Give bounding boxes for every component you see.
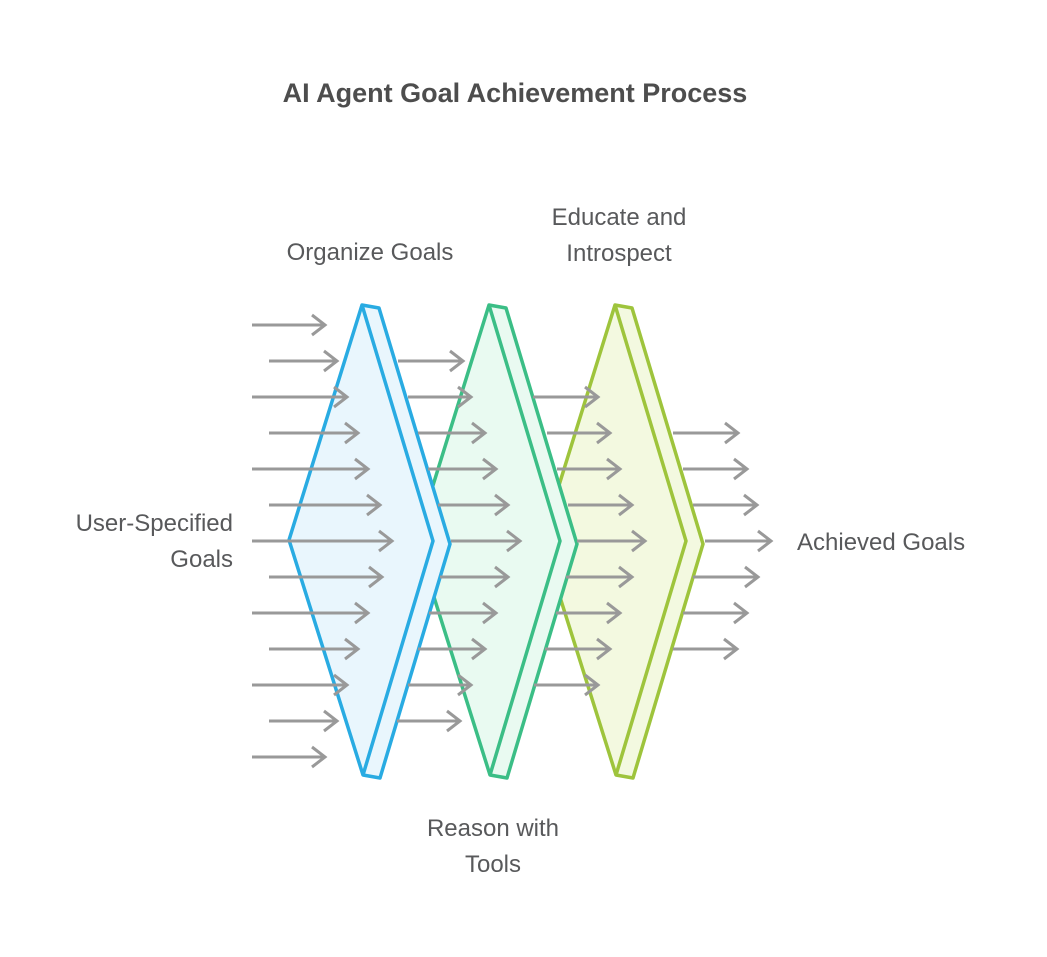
input-arrows-arrowhead-icon: [366, 493, 383, 517]
stage2-to-stage3-arrows-arrowhead-icon: [618, 565, 635, 589]
funnel-stage-1-organize-goals-inner-edge: [360, 304, 435, 776]
stage1-to-stage2-arrows-arrowhead-icon: [482, 601, 499, 625]
input-arrows-arrowhead-icon: [311, 313, 328, 337]
input-arrows-arrowhead-icon: [323, 349, 340, 373]
stage2-label: Reason with Tools: [426, 815, 560, 878]
funnel-stage-3-educate-introspect-inner-edge: [613, 304, 688, 776]
output-label: Achieved Goals: [797, 529, 966, 556]
stage1-to-stage2-arrows-arrowhead-icon: [494, 565, 511, 589]
diagram-title: AI Agent Goal Achievement Process: [282, 78, 748, 108]
output-arrows-arrowhead-icon: [733, 457, 750, 481]
stage1-to-stage2-arrows-arrowhead-icon: [457, 385, 474, 409]
stage1-to-stage2-arrows-arrowhead-icon: [457, 673, 474, 697]
input-arrows-arrowhead-icon: [344, 637, 361, 661]
input-arrows-arrowhead-icon: [378, 529, 395, 553]
stage1-to-stage2-arrows-arrowhead-icon: [471, 637, 488, 661]
stage1-to-stage2-arrows-arrowhead-icon: [494, 493, 511, 517]
input-arrows-arrowhead-icon: [344, 421, 361, 445]
stage1-to-stage2-arrows-arrowhead-icon: [482, 457, 499, 481]
stage2-to-stage3-arrows-arrowhead-icon: [584, 385, 601, 409]
input-arrows-arrowhead-icon: [368, 565, 385, 589]
stage1-to-stage2-arrows-arrowhead-icon: [506, 529, 523, 553]
stage1-label: Organize Goals: [286, 239, 454, 266]
output-arrows-arrowhead-icon: [743, 493, 760, 517]
stage1-to-stage2-arrows-arrowhead-icon: [449, 349, 466, 373]
output-arrows-arrowhead-icon: [733, 601, 750, 625]
output-arrows-arrowhead-icon: [744, 565, 761, 589]
stage2-to-stage3-arrows-arrowhead-icon: [596, 637, 613, 661]
stage1-to-stage2-arrows-arrowhead-icon: [446, 709, 463, 733]
stage2-to-stage3-arrows-arrowhead-icon: [618, 493, 635, 517]
output-arrows-arrowhead-icon: [723, 637, 740, 661]
stage2-to-stage3-arrows-arrowhead-icon: [596, 421, 613, 445]
input-arrows-arrowhead-icon: [311, 745, 328, 769]
stage2-to-stage3-arrows-arrowhead-icon: [631, 529, 648, 553]
output-arrows-arrowhead-icon: [724, 421, 741, 445]
input-arrows-arrowhead-icon: [354, 457, 371, 481]
input-arrows-arrowhead-icon: [333, 385, 350, 409]
output-arrows-arrowhead-icon: [757, 529, 774, 553]
stage2-to-stage3-arrows-arrowhead-icon: [606, 457, 623, 481]
input-arrows-arrowhead-icon: [323, 709, 340, 733]
stage2-to-stage3-arrows-arrowhead-icon: [606, 601, 623, 625]
funnel-stage-2-reason-with-tools-inner-edge: [487, 304, 562, 776]
stage1-to-stage2-arrows-arrowhead-icon: [471, 421, 488, 445]
input-arrows-arrowhead-icon: [354, 601, 371, 625]
input-arrows-arrowhead-icon: [333, 673, 350, 697]
stage3-label: Educate and Introspect: [551, 204, 687, 267]
stage2-to-stage3-arrows-arrowhead-icon: [584, 673, 601, 697]
input-label: User-Specified Goals: [75, 510, 233, 573]
